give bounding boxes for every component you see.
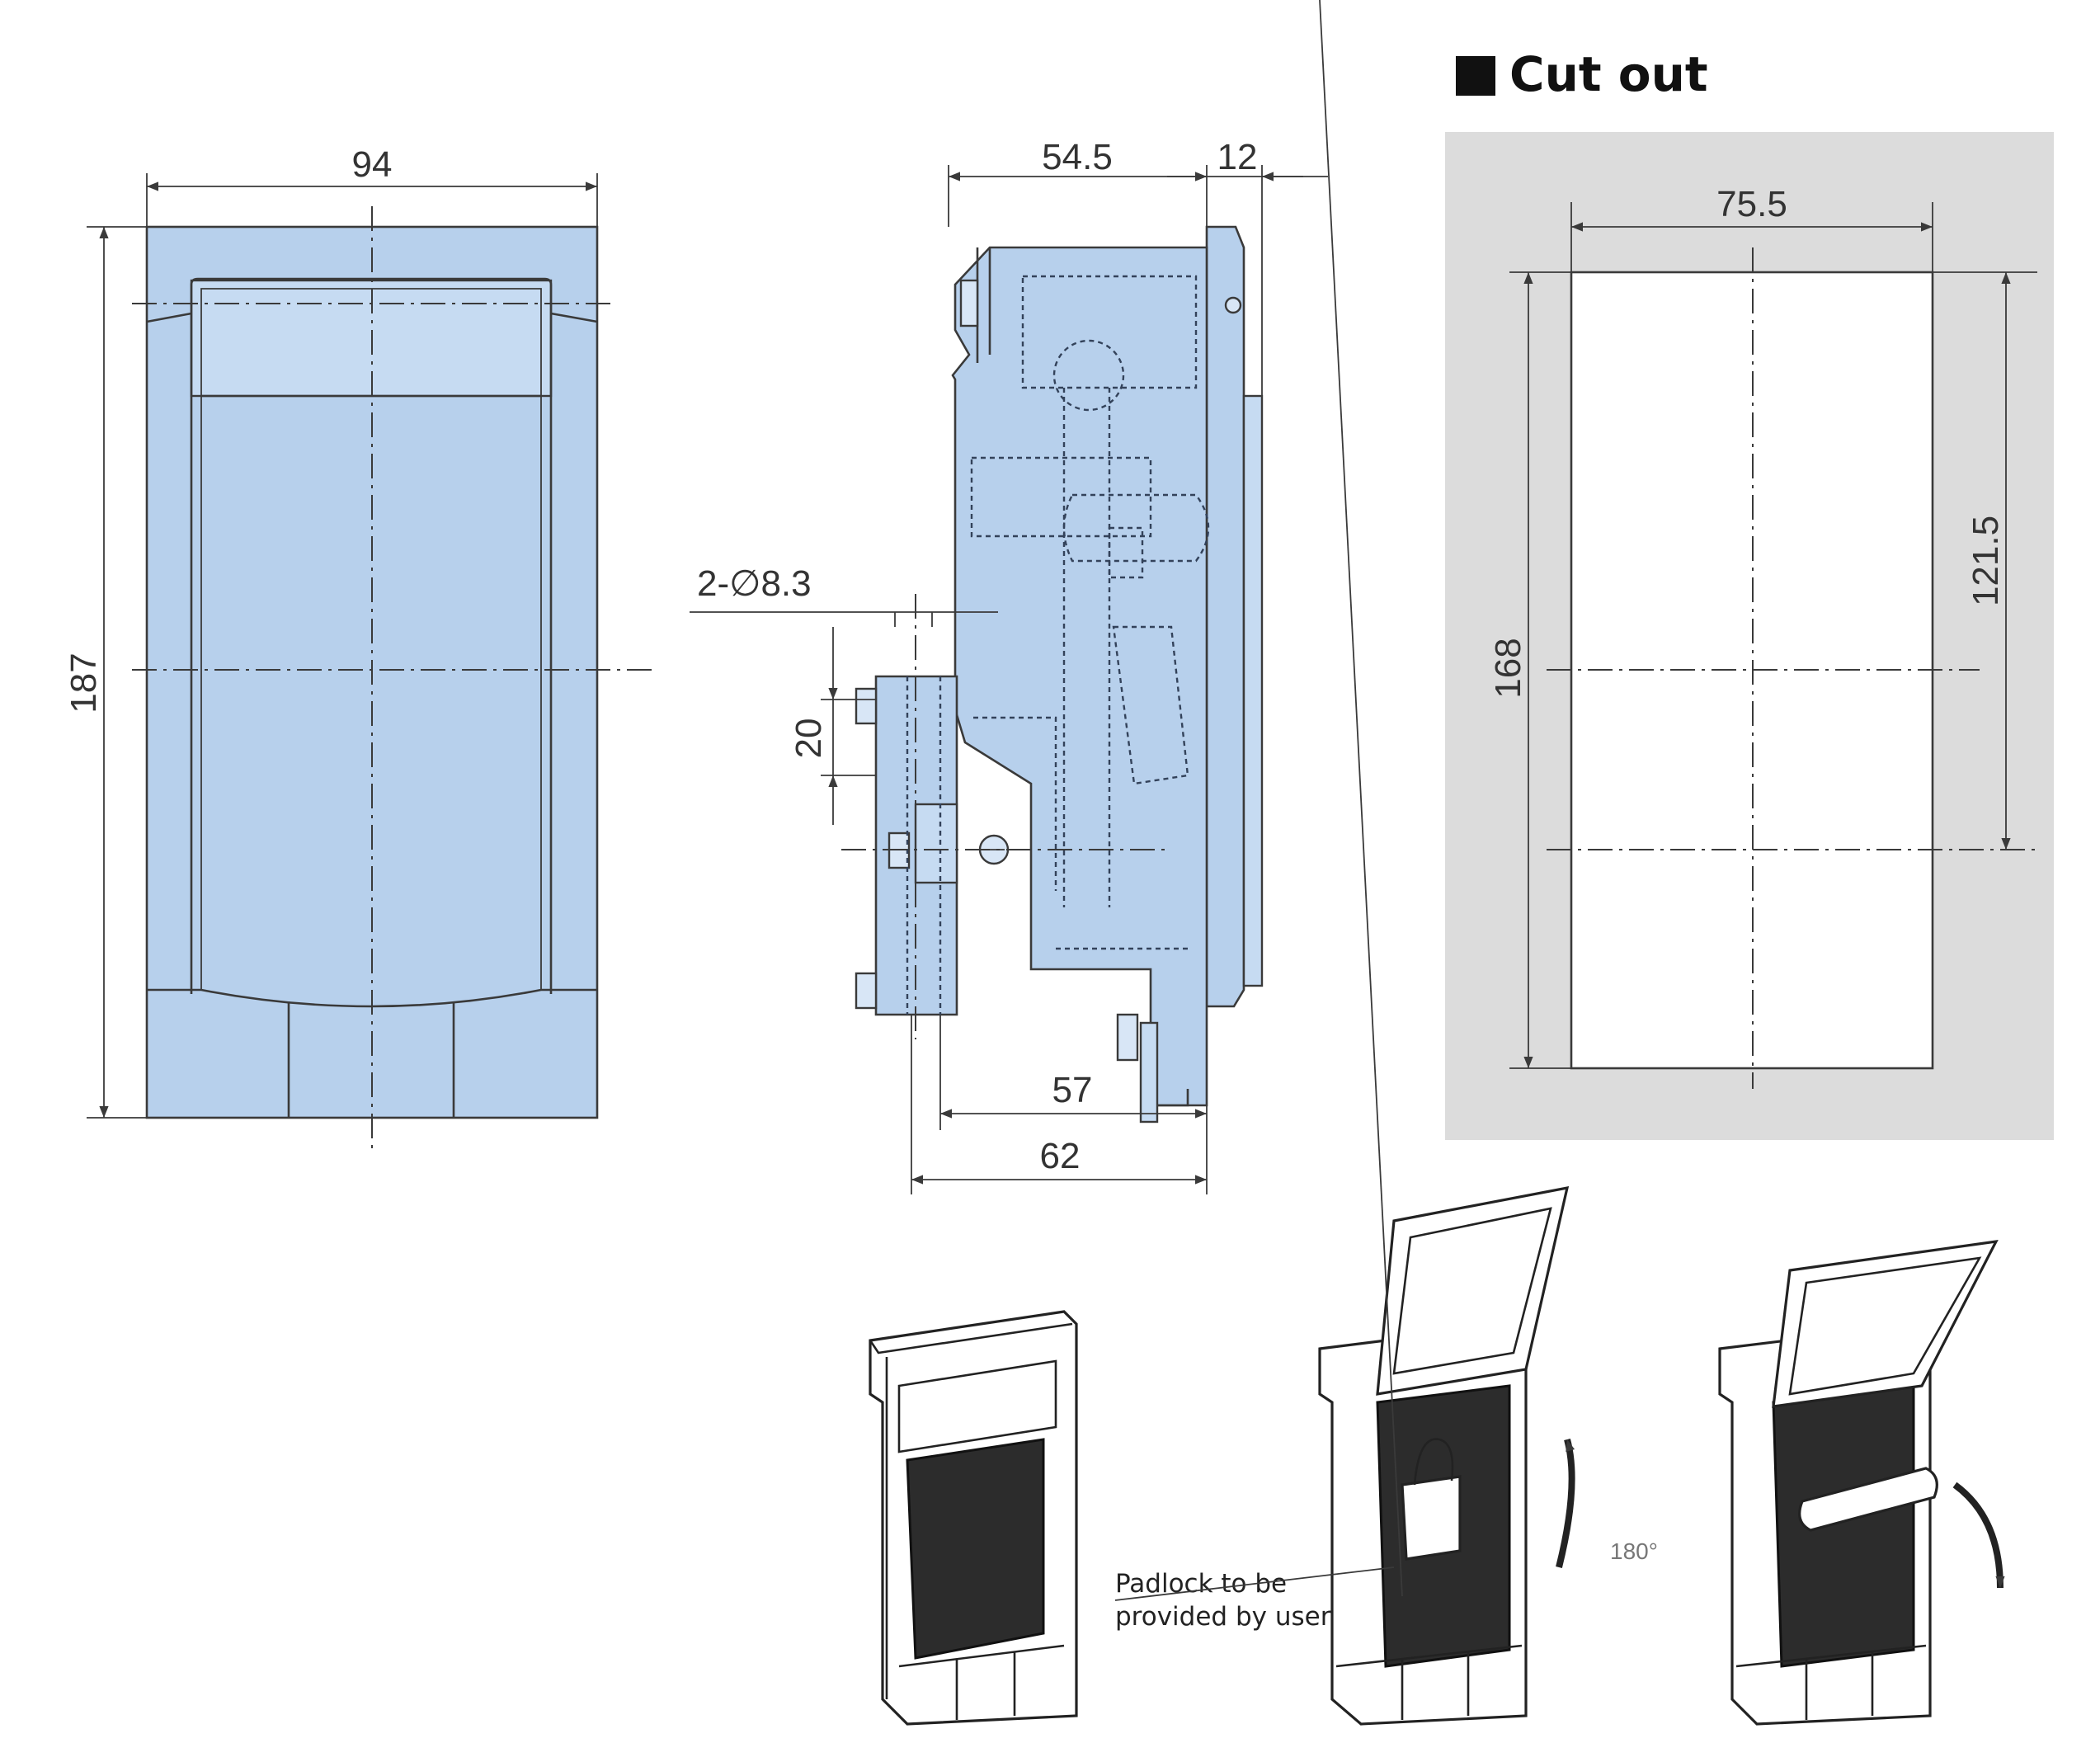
rotation-label: 180°: [1610, 1538, 1658, 1564]
padlock-note-line1: Padlock to be: [1115, 1569, 1287, 1599]
handle-latch-illustration: [1718, 1239, 2005, 1726]
hole-spacing-dimension: 20: [789, 718, 829, 759]
inner-depth-dimension: 57: [1052, 1070, 1093, 1110]
front-height-dimension: 187: [64, 652, 104, 713]
cutout-height-dimension: 168: [1488, 638, 1528, 698]
side-view: 54.5 12 2-∅8.3 20 57 62: [690, 137, 1328, 1194]
cutout-view: Cut out 75.5 168 121.5: [1445, 46, 2054, 1140]
cutout-heading: Cut out: [1509, 46, 1708, 102]
front-view: 94 187: [64, 144, 652, 1151]
padlock-note-line2: provided by user: [1115, 1602, 1331, 1632]
hole-callout: 2-∅8.3: [697, 563, 812, 604]
closed-latch-illustration: [869, 1310, 1078, 1726]
total-depth-dimension: 62: [1040, 1136, 1081, 1176]
cutout-heading-square: [1456, 56, 1495, 96]
cutout-width-dimension: 75.5: [1716, 184, 1787, 224]
padlock-latch-illustration: Padlock to be provided by user 180°: [1114, 0, 1658, 1726]
cutout-offset-dimension: 121.5: [1966, 516, 2006, 606]
side-depth-dimension: 54.5: [1042, 137, 1113, 177]
bezel-depth-dimension: 12: [1217, 137, 1258, 177]
front-width-dimension: 94: [352, 144, 393, 185]
